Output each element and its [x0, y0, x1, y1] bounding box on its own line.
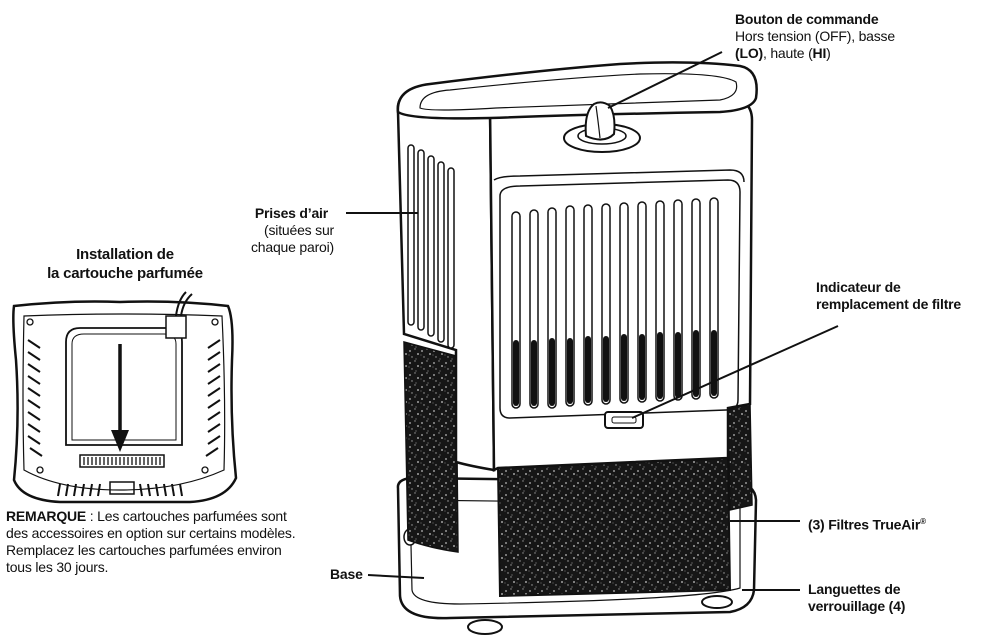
filter-indicator-line1: Indicateur de — [816, 279, 901, 295]
air-intakes-title: Prises d’air — [254, 205, 328, 221]
base-label: Base — [330, 566, 363, 583]
locking-tabs-label: Languettes de verrouillage (4) — [808, 581, 958, 615]
air-intakes-desc-line2: chaque paroi) — [250, 239, 334, 255]
air-purifier-drawing — [396, 61, 758, 635]
control-knob-desc-line2: (LO), haute (HI) — [735, 45, 975, 62]
filter-indicator-label: Indicateur de remplacement de filtre — [816, 279, 991, 313]
air-intakes-desc-line1: (situées sur — [264, 222, 334, 238]
base-text: Base — [330, 566, 363, 582]
filter-indicator-line2: remplacement de filtre — [816, 296, 961, 312]
control-knob-hi: HI — [812, 45, 827, 61]
leader-lines — [346, 51, 839, 591]
locking-tabs-line1: Languettes de — [808, 581, 901, 597]
remark-label: REMARQUE — [6, 508, 87, 524]
air-intakes-label: Prises d’air (situées sur chaque paroi) — [194, 205, 334, 256]
control-knob-end: ) — [826, 45, 831, 61]
control-knob-desc-line1: Hors tension (OFF), basse — [735, 28, 895, 44]
filters-label: (3) Filtres TrueAir® — [808, 513, 988, 534]
control-knob-lo: (LO) — [735, 45, 763, 61]
inset-title-line2: la cartouche parfumée — [47, 265, 203, 282]
locking-tabs-line2: verrouillage (4) — [808, 598, 906, 614]
remark-text: : Les cartouches parfumées sont des acce… — [6, 508, 296, 575]
inset-title-line1: Installation de — [76, 246, 174, 263]
registered-mark: ® — [920, 517, 926, 526]
cartridge-inset-drawing — [12, 291, 238, 504]
filters-text: (3) Filtres TrueAir — [808, 516, 921, 533]
control-knob-label: Bouton de commande Hors tension (OFF), b… — [735, 11, 975, 62]
remark-note: REMARQUE : Les cartouches parfumées sont… — [6, 508, 306, 576]
inset-title: Installation de la cartouche parfumée — [20, 245, 230, 283]
control-knob-title: Bouton de commande — [735, 11, 879, 27]
control-knob-mid: , haute ( — [762, 45, 813, 61]
